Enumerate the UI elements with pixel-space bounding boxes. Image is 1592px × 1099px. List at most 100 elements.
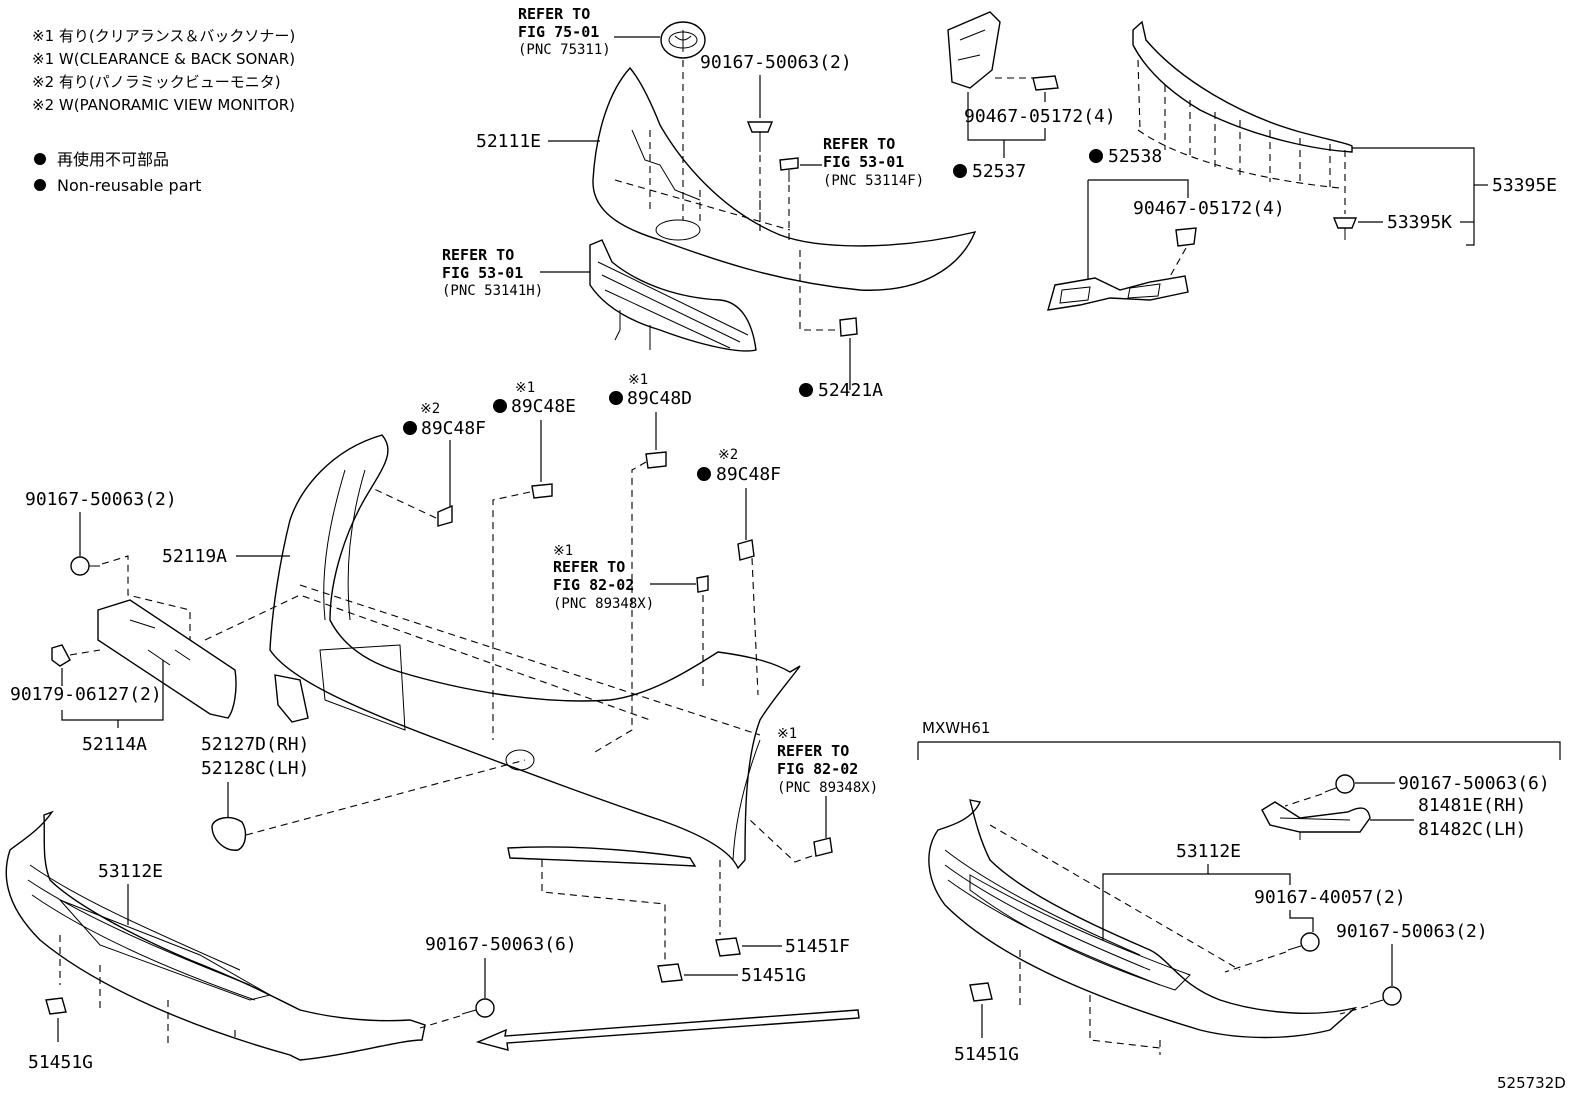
bolt-group-mid: 90167-50063(6) <box>419 934 577 1029</box>
nonreusable-dot-icon <box>34 179 46 191</box>
bolt-icon <box>1369 986 1402 1006</box>
bolt-icon <box>1287 932 1320 952</box>
ref-text: REFER TO <box>823 135 895 153</box>
ref-text: (PNC 53114F) <box>823 173 924 189</box>
ref-text: REFER TO <box>777 742 849 760</box>
mark-1: ※1 <box>628 372 648 388</box>
clip-icon <box>969 982 993 1002</box>
nonreusable-dot-icon <box>697 467 711 481</box>
ref-text: REFER TO <box>553 558 625 576</box>
label-90467-05172-4-a: 90467-05172(4) <box>964 106 1116 127</box>
bolt-group-top: 90167-50063(2) <box>700 52 852 230</box>
sensor-brackets: ※2 89C48F ※1 89C48E ※1 89C48D ※2 89C48F <box>371 372 781 753</box>
figure-id: 525732D <box>1497 1074 1566 1092</box>
nonreusable-dot-icon <box>953 164 967 178</box>
mark-1: ※1 <box>777 726 797 742</box>
mark-2: ※2 <box>718 447 738 463</box>
label-52127D: 52127D(RH) <box>201 734 309 755</box>
nonreusable-dot-icon <box>1089 149 1103 163</box>
label-89C48F-right: 89C48F <box>716 464 781 485</box>
lower-spoiler-53112E-left: 53112E 51451G <box>5 810 426 1073</box>
label-51451G-mid: 51451G <box>741 965 806 986</box>
seal-53395E: 53395E 53395K <box>1132 20 1557 246</box>
label-53112E-left: 53112E <box>98 861 163 882</box>
bumper-cover-52119A: 52119A <box>162 434 801 870</box>
label-52119A: 52119A <box>162 546 227 567</box>
ref-text: (PNC 89348X) <box>553 596 654 612</box>
ref-text: FIG 53-01 <box>823 153 904 171</box>
ref-fig75: REFER TO FIG 75-01 (PNC 75311) <box>518 5 611 58</box>
label-90167-50063-2-right: 90167-50063(2) <box>1336 921 1488 942</box>
label-52114A: 52114A <box>82 734 147 755</box>
bracket-icon <box>531 483 553 499</box>
label-51451G-left: 51451G <box>28 1052 93 1073</box>
tow-cover-group: 52127D(RH) 52128C(LH) <box>201 734 526 851</box>
label-52111E: 52111E <box>476 131 541 152</box>
grille-group: REFER TO FIG 53-01 (PNC 53141H) <box>442 239 757 352</box>
bracket-icon <box>737 539 755 561</box>
ref-text: FIG 82-02 <box>777 760 858 778</box>
label-89C48F-left: 89C48F <box>421 418 486 439</box>
bolt-icon <box>70 556 100 576</box>
bolt-icon <box>746 121 774 152</box>
mark-2: ※2 <box>420 401 440 417</box>
label-51451G-right: 51451G <box>954 1044 1019 1065</box>
clip-icon <box>715 937 741 957</box>
mark-1: ※1 <box>515 380 535 396</box>
mark-1: ※1 <box>553 543 573 559</box>
clip-icon <box>1332 217 1358 240</box>
bolt-icon <box>461 998 495 1018</box>
label-90167-50063-2-left: 90167-50063(2) <box>25 489 177 510</box>
clip-icon <box>1032 75 1059 91</box>
ref-text: FIG 53-01 <box>442 264 523 282</box>
bracket-icon <box>437 504 453 527</box>
ref-fig82a: ※1 REFER TO FIG 82-02 (PNC 89348X) <box>553 543 709 690</box>
nonreusable-dot-icon <box>34 153 46 165</box>
legend-nonreusable-jp: 再使用不可部品 <box>57 150 169 169</box>
legend: ※1 有り(クリアランス＆バックソナー) ※1 W(CLEARANCE & BA… <box>32 27 295 195</box>
legend-note-4: ※2 W(PANORAMIC VIEW MONITOR) <box>32 96 295 114</box>
label-53395E: 53395E <box>1492 175 1557 196</box>
clip-icon <box>45 997 67 1015</box>
label-51451F: 51451F <box>785 936 850 957</box>
ref-text: FIG 82-02 <box>553 576 634 594</box>
upper-cover-52111E: 52111E <box>476 60 977 331</box>
label-52421A: 52421A <box>818 380 883 401</box>
label-90167-50063-6-right: 90167-50063(6) <box>1398 773 1550 794</box>
arrow-icon <box>475 1009 860 1051</box>
nonreusable-dot-icon <box>799 383 813 397</box>
bracket-52538: 52538 90467-05172(4) <box>1047 146 1285 311</box>
clip-group-53114F: REFER TO FIG 53-01 (PNC 53114F) <box>779 135 924 240</box>
label-90167-40057-2: 90167-40057(2) <box>1254 887 1406 908</box>
label-81482C: 81482C(LH) <box>1418 819 1526 840</box>
emblem-group: REFER TO FIG 75-01 (PNC 75311) <box>518 5 706 59</box>
label-90467-05172-4-b: 90467-05172(4) <box>1133 198 1285 219</box>
clip-icon <box>657 963 683 983</box>
clip-icon <box>779 157 799 182</box>
ref-text: (PNC 75311) <box>518 42 611 58</box>
ref-text: FIG 75-01 <box>518 23 599 41</box>
label-90179-06127-2: 90179-06127(2) <box>10 684 162 705</box>
inset-mxwh61: MXWH61 53112E 90167-50063(6) 81481E(RH) … <box>917 719 1561 1065</box>
inset-title: MXWH61 <box>922 719 990 737</box>
label-53395K: 53395K <box>1387 212 1452 233</box>
legend-note-2: ※1 W(CLEARANCE & BACK SONAR) <box>32 50 295 68</box>
part-52421A: 52421A <box>799 317 883 401</box>
label-89C48E: 89C48E <box>511 396 576 417</box>
label-81481E: 81481E(RH) <box>1418 795 1526 816</box>
nonreusable-dot-icon <box>403 421 417 435</box>
legend-nonreusable-en: Non-reusable part <box>57 176 201 195</box>
bracket-icon <box>645 451 667 469</box>
label-52538: 52538 <box>1108 146 1162 167</box>
label-89C48D: 89C48D <box>627 388 692 409</box>
bracket-52537: 90467-05172(4) 52537 <box>947 11 1116 182</box>
label-90167-50063-6-mid: 90167-50063(6) <box>425 934 577 955</box>
plate-bracket-52114A: 90167-50063(2) 90179-06127(2) 52114A <box>10 489 237 755</box>
nonreusable-dot-icon <box>493 399 507 413</box>
legend-note-3: ※2 有り(パノラミックビューモニタ) <box>32 73 281 91</box>
legend-note-1: ※1 有り(クリアランス＆バックソナー) <box>32 27 295 45</box>
bolt-icon <box>1324 774 1355 794</box>
ref-text: REFER TO <box>518 5 590 23</box>
ref-fig82b: ※1 REFER TO FIG 82-02 (PNC 89348X) <box>749 726 878 863</box>
